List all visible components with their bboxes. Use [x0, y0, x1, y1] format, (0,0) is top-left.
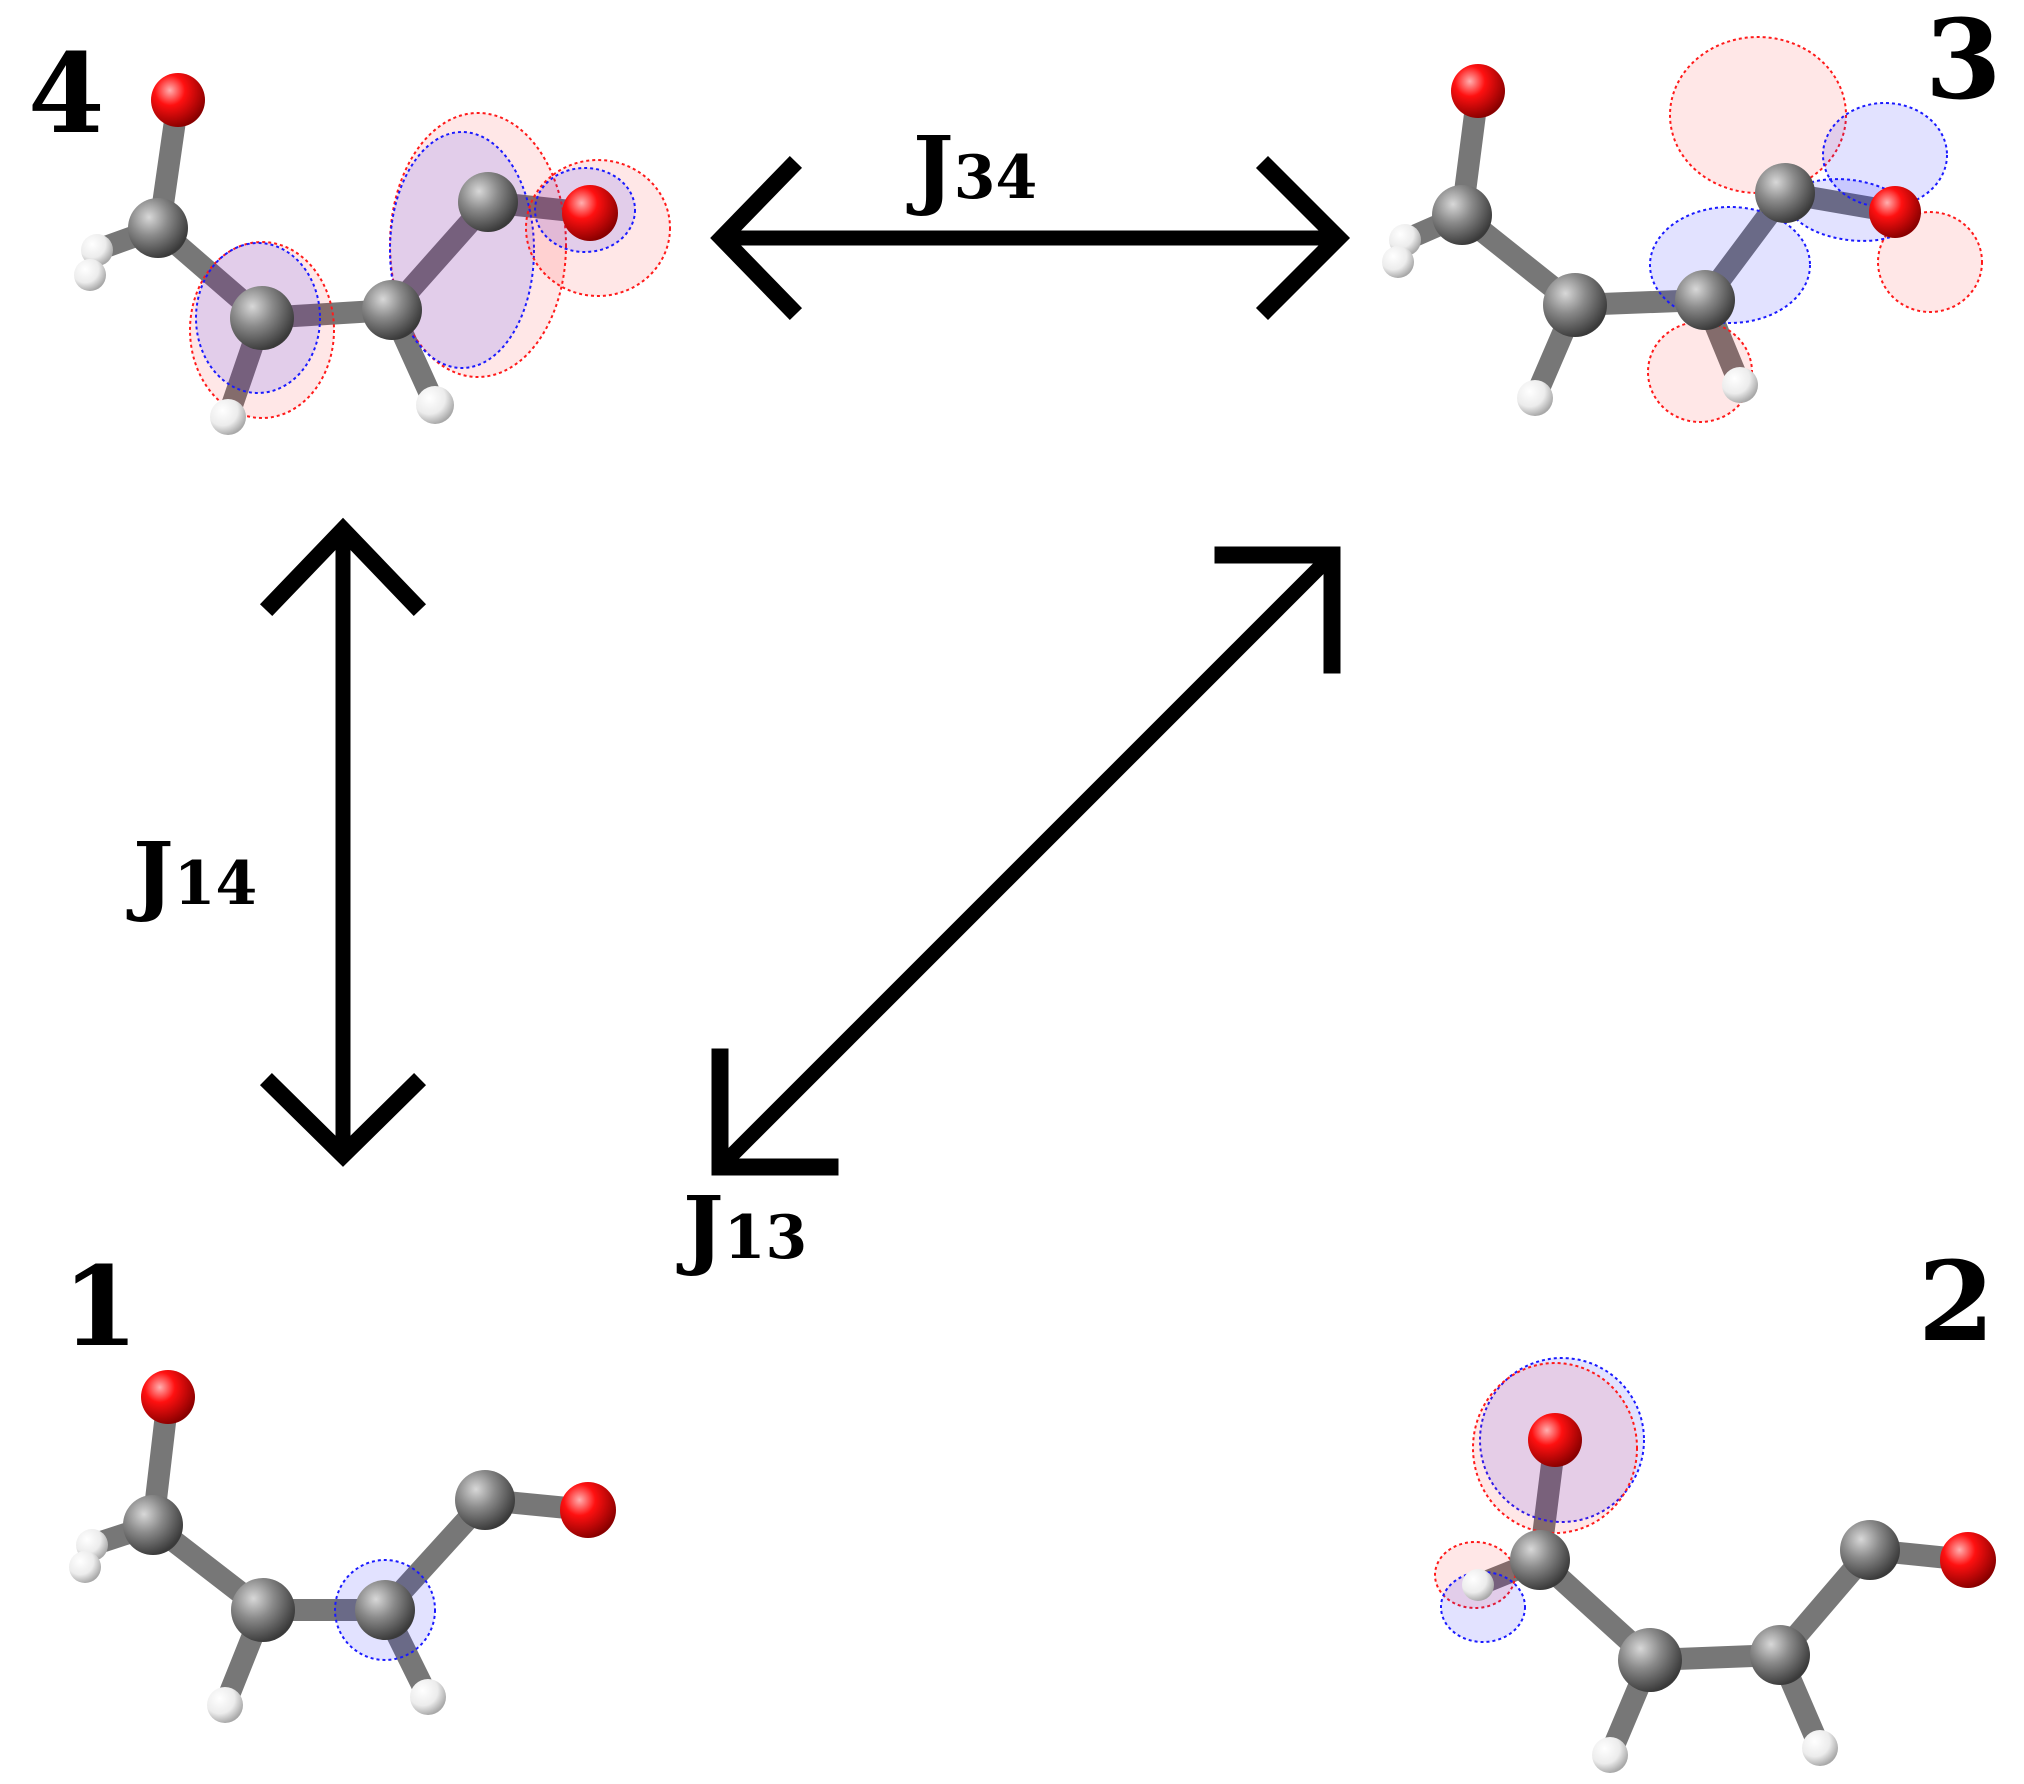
- molecule-4: [74, 73, 671, 435]
- carbon-atom: [128, 198, 188, 258]
- carbon-atom: [1750, 1625, 1810, 1685]
- oxygen-atom: [560, 1482, 616, 1538]
- arrow-J13: [711, 546, 1341, 1176]
- molecule-2-atoms: [1462, 1413, 1996, 1773]
- molecule-3-atoms: [1382, 64, 1921, 416]
- carbon-atom: [231, 1578, 295, 1642]
- carbon-atom: [362, 280, 422, 340]
- state-label-4: 4: [28, 29, 105, 158]
- carbon-atom: [1618, 1628, 1682, 1692]
- carbon-atom: [355, 1580, 415, 1640]
- oxygen-atom: [1940, 1532, 1996, 1588]
- carbon-atom: [458, 172, 518, 232]
- coupling-label-J13: J13: [676, 1178, 807, 1279]
- hydrogen-atom: [210, 399, 246, 435]
- oxygen-atom: [151, 73, 205, 127]
- hydrogen-atom: [416, 386, 454, 424]
- carbon-atom: [1432, 185, 1492, 245]
- hydrogen-atom: [81, 234, 113, 266]
- carbon-atom: [123, 1495, 183, 1555]
- hydrogen-atom: [1382, 246, 1414, 278]
- oxygen-atom: [1869, 186, 1921, 238]
- molecule-2-orbitals: [1434, 1357, 1645, 1643]
- oxygen-atom: [1528, 1413, 1582, 1467]
- molecule-1: [69, 1370, 616, 1723]
- carbon-atom: [1543, 273, 1607, 337]
- hydrogen-atom: [74, 259, 106, 291]
- carbon-atom: [455, 1470, 515, 1530]
- oxygen-atom: [1451, 64, 1505, 118]
- state-label-1: 1: [62, 1242, 139, 1371]
- state-label-2: 2: [1918, 1237, 1995, 1366]
- coupling-label-J34: J34: [906, 118, 1037, 219]
- carbon-atom: [1755, 163, 1815, 223]
- molecule-3: [1382, 36, 1983, 423]
- hydrogen-atom: [69, 1551, 101, 1583]
- molecule-2: [1434, 1357, 1996, 1773]
- hydrogen-atom: [1462, 1569, 1494, 1601]
- arrow-J34: [710, 155, 1351, 321]
- carbon-atom: [230, 286, 294, 350]
- carbon-atom: [1510, 1530, 1570, 1590]
- coupling-label-J14: J14: [126, 824, 257, 925]
- molecule-4-atoms: [74, 73, 618, 435]
- oxygen-atom: [562, 185, 618, 241]
- molecule-1-atoms: [69, 1370, 616, 1723]
- hydrogen-atom: [1592, 1737, 1628, 1773]
- oxygen-atom: [141, 1370, 195, 1424]
- carbon-atom: [1675, 270, 1735, 330]
- arrow-J14: [259, 517, 427, 1167]
- state-label-3: 3: [1925, 0, 2002, 124]
- hydrogen-atom: [1722, 367, 1758, 403]
- carbon-atom: [1840, 1520, 1900, 1580]
- hydrogen-atom: [1802, 1730, 1838, 1766]
- hydrogen-atom: [207, 1687, 243, 1723]
- hydrogen-atom: [1517, 380, 1553, 416]
- hydrogen-atom: [410, 1679, 446, 1715]
